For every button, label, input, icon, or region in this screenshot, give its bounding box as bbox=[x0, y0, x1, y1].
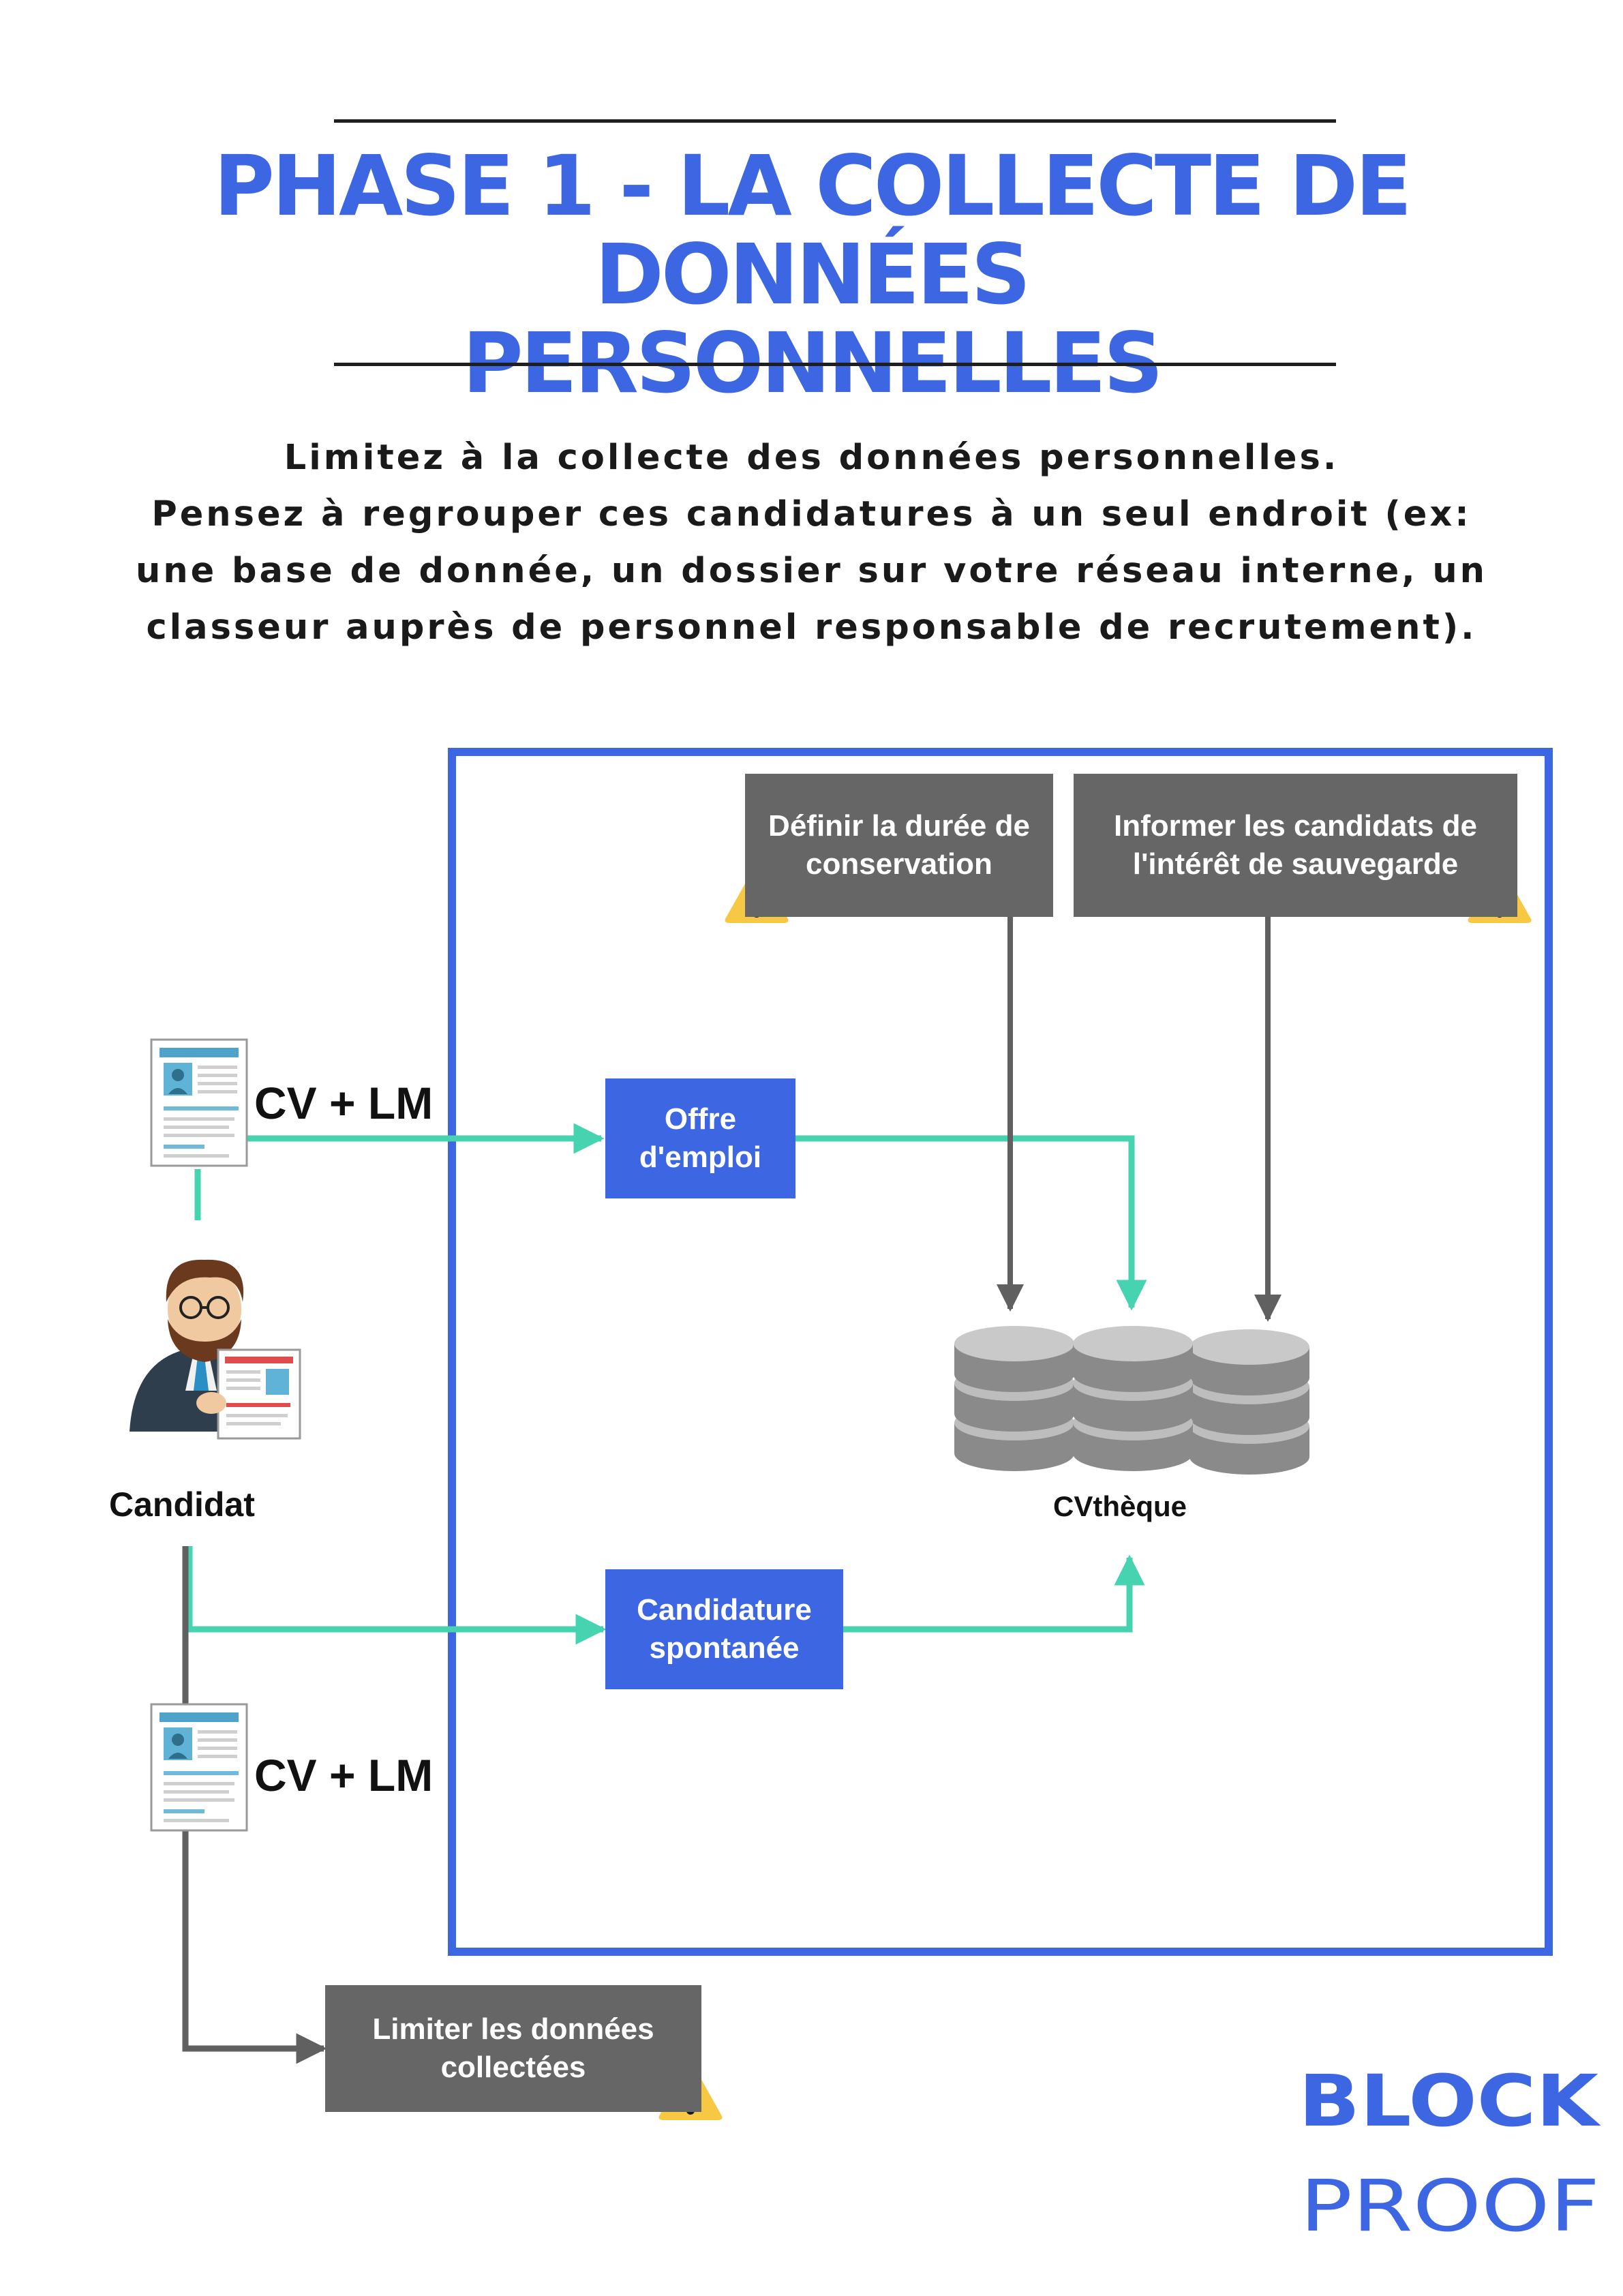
logo-line-1: BLOCK bbox=[1299, 2059, 1601, 2143]
arrow-spontanee-to-cvtheque bbox=[843, 1554, 1145, 1633]
label-cv-lm-bottom: CV + LM bbox=[254, 1750, 434, 1800]
candidate-avatar-icon bbox=[130, 1259, 301, 1440]
box-definir-duree-line-2: conservation bbox=[806, 847, 992, 881]
intro-line-4: classeur auprès de personnel responsable… bbox=[146, 607, 1477, 648]
cvtheque-database-icon bbox=[954, 1326, 1309, 1475]
box-candidature-spontanee: Candidature spontanée bbox=[605, 1569, 843, 1689]
process-frame bbox=[448, 748, 1553, 1956]
arrow-candidat-to-spontanee bbox=[186, 1546, 607, 1645]
box-limiter-line-2: collectées bbox=[440, 2051, 586, 2084]
title-top-rule bbox=[334, 119, 1336, 123]
arrow-offre-to-cvtheque bbox=[795, 1135, 1147, 1311]
box-informer-line-1: Informer les candidats de bbox=[1113, 809, 1478, 843]
page-title-line-1: PHASE 1 - LA COLLECTE DE DONNÉES bbox=[213, 138, 1412, 323]
label-cvtheque: CVthèque bbox=[1053, 1490, 1187, 1522]
label-candidat: Candidat bbox=[109, 1485, 255, 1524]
box-limiter-line-1: Limiter les données bbox=[372, 2012, 654, 2046]
blockproof-logo: BLOCK PROOF bbox=[1299, 2059, 1601, 2248]
box-definir-duree-line-1: Définir la durée de bbox=[768, 809, 1030, 843]
logo-line-2: PROOF bbox=[1300, 2164, 1600, 2248]
box-spontanee-line-2: spontanée bbox=[649, 1631, 800, 1665]
box-spontanee-line-1: Candidature bbox=[637, 1593, 812, 1627]
box-informer-line-2: l'intérêt de sauvegarde bbox=[1132, 847, 1459, 881]
box-offre-emploi: Offre d'emploi bbox=[605, 1078, 795, 1198]
intro-line-3: une base de donnée, un dossier sur votre… bbox=[136, 551, 1487, 591]
label-cv-lm-top: CV + LM bbox=[254, 1078, 434, 1128]
cv-document-icon-bottom bbox=[150, 1703, 248, 1832]
intro-line-2: Pensez à regrouper ces candidatures à un… bbox=[151, 494, 1472, 534]
box-offre-line-1: Offre bbox=[664, 1102, 737, 1136]
box-definir-duree: Définir la durée de conservation bbox=[745, 774, 1053, 917]
page-title: PHASE 1 - LA COLLECTE DE DONNÉES PERSONN… bbox=[0, 142, 1623, 408]
cv-document-icon-top bbox=[150, 1038, 248, 1167]
box-informer-candidats: Informer les candidats de l'intérêt de sa… bbox=[1074, 774, 1517, 917]
intro-line-1: Limitez à la collecte des données person… bbox=[284, 438, 1339, 478]
title-bottom-rule bbox=[334, 363, 1336, 366]
box-limiter-donnees: Limiter les données collectées bbox=[325, 1985, 701, 2112]
box-offre-line-2: d'emploi bbox=[639, 1141, 762, 1174]
intro-paragraph: Limitez à la collecte des données person… bbox=[0, 429, 1623, 656]
